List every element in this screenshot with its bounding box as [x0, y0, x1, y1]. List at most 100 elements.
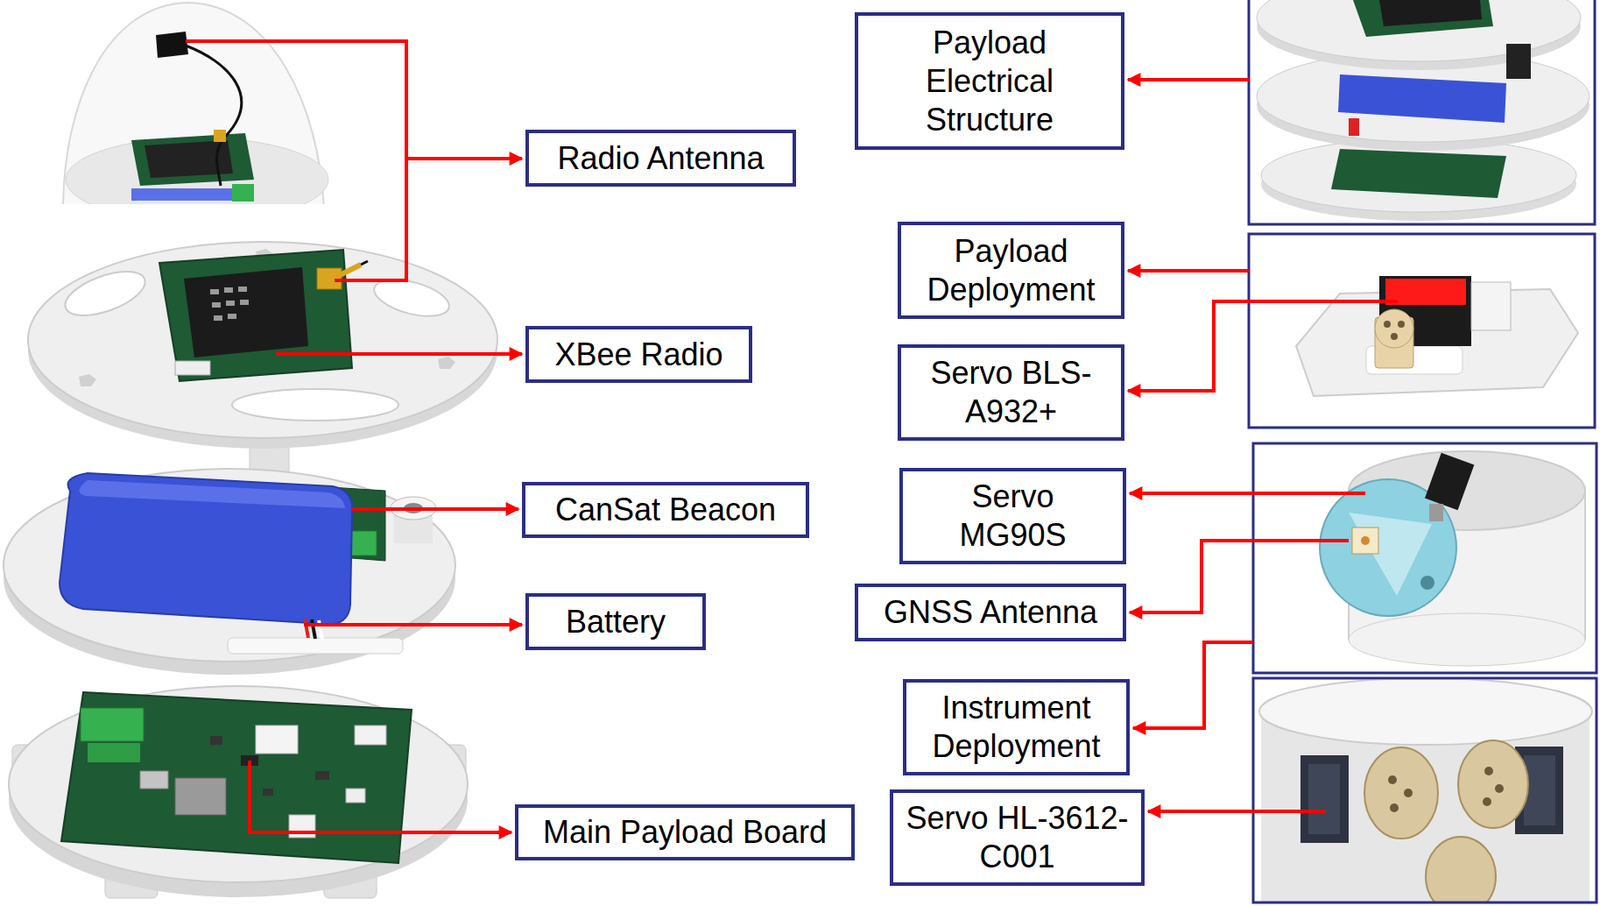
label-box: Servo BLS-A932+ [897, 344, 1125, 441]
illustration-part [1420, 575, 1435, 590]
illustration-part [1256, 0, 1581, 62]
illustration-part [227, 637, 403, 654]
panel-frame [1248, 0, 1595, 225]
illustration-part [1379, 0, 1482, 27]
illustration-part [59, 472, 353, 624]
illustration-part [288, 814, 316, 838]
label-text: XBee Radio [554, 335, 723, 374]
illustration-part [65, 137, 329, 205]
illustration-part [155, 31, 189, 58]
label-text: Instrument Deployment [924, 688, 1109, 766]
label-box: Servo MG90S [899, 467, 1127, 564]
label-text: Servo BLS-A932+ [919, 353, 1104, 431]
illustration-part [339, 264, 361, 275]
illustration-part [1148, 809, 1326, 813]
illustration-part [1127, 77, 1249, 82]
illustration-part [59, 262, 151, 325]
illustration-part [28, 241, 498, 438]
illustration-part [352, 507, 519, 511]
label-box: Servo HL-3612-C001 [889, 789, 1145, 886]
illustration-part [1484, 766, 1494, 776]
panel-render [1319, 451, 1586, 666]
illustration-part [1308, 763, 1340, 834]
illustration-part [1458, 740, 1529, 828]
label-box: Radio Antenna [525, 129, 797, 187]
illustration-part [1127, 268, 1249, 273]
illustration-part [225, 300, 235, 306]
label-text: Payload Electrical Structure [893, 23, 1086, 140]
illustration-part [232, 388, 399, 421]
illustration-part [1424, 452, 1474, 510]
dome [63, 2, 329, 205]
label-text: Servo HL-3612-C001 [903, 798, 1132, 876]
illustration-part [406, 156, 522, 161]
illustration-part [249, 760, 512, 832]
illustration-part [1353, 0, 1494, 37]
illustration-part [345, 788, 366, 803]
illustration-part [304, 618, 309, 638]
illustration-part [1133, 641, 1254, 728]
illustration-part [1388, 775, 1397, 784]
illustration-part [1300, 754, 1349, 843]
middle-plate [3, 468, 456, 675]
leader-lines [185, 41, 1398, 832]
illustration-part [1425, 836, 1496, 903]
illustration-part [354, 725, 387, 745]
illustration-part [1338, 74, 1507, 123]
illustration-part [210, 288, 219, 295]
illustration-part [311, 619, 316, 639]
illustration-part [140, 770, 169, 789]
illustration-part [238, 286, 247, 292]
panel-frame [1253, 677, 1597, 903]
illustration-part [232, 183, 254, 202]
panel-render [1259, 679, 1593, 903]
illustration-part [1259, 679, 1593, 745]
label-text: Servo MG90S [925, 477, 1101, 555]
label-box: Main Payload Board [514, 803, 855, 860]
illustration-part [78, 479, 346, 508]
illustration-part [61, 691, 412, 863]
panel-frame [1248, 233, 1595, 428]
label-text: GNSS Antenna [883, 592, 1098, 632]
label-box: Instrument Deployment [902, 678, 1130, 776]
illustration-part [350, 530, 377, 556]
illustration-part [3, 468, 456, 662]
illustration-part [360, 260, 368, 265]
illustration-part [185, 45, 242, 186]
illustration-part [1352, 527, 1379, 554]
illustration-part [1374, 309, 1414, 348]
illustration-part [227, 313, 237, 319]
label-box: CanSat Beacon [521, 481, 810, 538]
illustration-part [159, 249, 353, 381]
label-box: Payload Deployment [897, 221, 1125, 319]
illustration-part [1348, 613, 1586, 666]
illustration-part [213, 129, 226, 142]
illustration-part [211, 302, 221, 308]
illustration-part [1348, 118, 1360, 136]
illustration-part [1494, 783, 1504, 793]
illustration-part [78, 373, 97, 387]
bottom-plate [8, 685, 468, 898]
illustration-part [275, 352, 522, 356]
illustration-part [239, 299, 249, 305]
label-box: Payload Electrical Structure [854, 12, 1125, 150]
top-plate [28, 241, 498, 449]
illustration-part [1331, 148, 1507, 198]
illustration-part [255, 725, 298, 754]
illustration-part [175, 777, 226, 815]
illustration-part [262, 788, 274, 796]
panel-frame [1253, 443, 1597, 673]
illustration-part [1129, 540, 1349, 613]
illustration-part [210, 735, 223, 745]
illustration-part [1390, 332, 1398, 340]
illustration-part [437, 356, 456, 369]
illustration-part [80, 707, 144, 741]
illustration-part [1506, 43, 1531, 79]
illustration-part [303, 622, 522, 627]
illustration-part [1348, 512, 1432, 596]
illustration-part [131, 188, 237, 201]
illustration-part [183, 267, 309, 358]
illustration-part [87, 742, 141, 762]
